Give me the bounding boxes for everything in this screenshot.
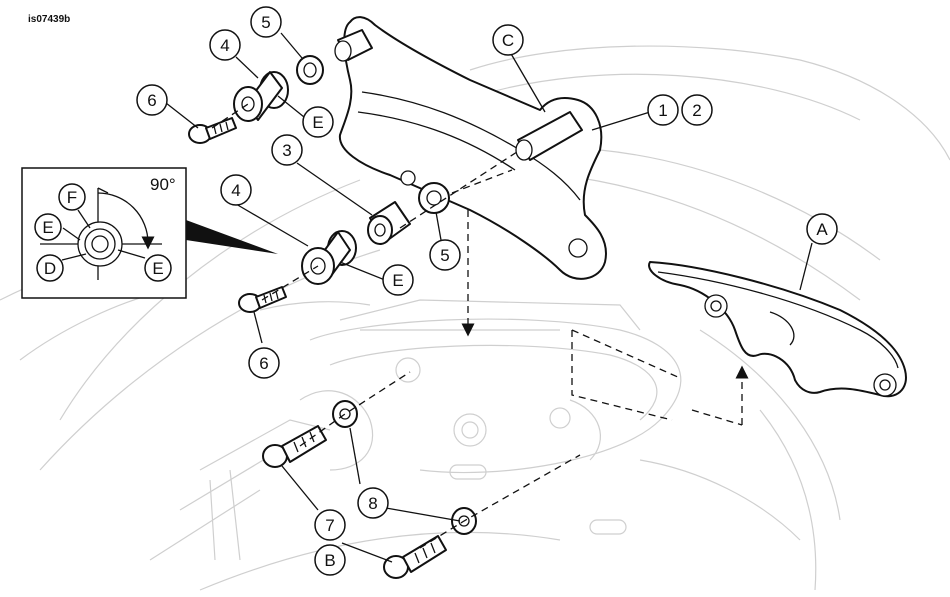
lower-isolator-4 [301, 230, 357, 285]
inset-callout-d: D [36, 254, 64, 282]
callout-e-upper-text: E [312, 113, 323, 132]
upper-isolator-4 [233, 71, 289, 122]
bracket-stud-upper [334, 29, 373, 62]
callout-6-lower-text: 6 [259, 354, 268, 373]
callout-1-circle [647, 94, 679, 126]
inset-callout-e-right: E [144, 254, 172, 282]
callout-5-lower-circle [429, 239, 461, 271]
callout-5-lower: 5 [429, 239, 461, 271]
callout-e-upper-circle [302, 106, 334, 138]
callout-1: 1 [647, 94, 679, 126]
callout-e-lower-text: E [392, 271, 403, 290]
callout-2-text: 2 [692, 101, 701, 120]
callout-a-text: A [816, 220, 828, 239]
callout-2-circle [681, 94, 713, 126]
figure-id: is07439b [28, 14, 71, 25]
callout-7-circle [314, 509, 346, 541]
callout-c-text: C [502, 31, 514, 50]
callout-7: 7 [314, 509, 346, 541]
inset-callout-f-circle [58, 183, 86, 211]
upper-screw-6 [188, 117, 237, 144]
inset-callout-e-left-text: E [42, 218, 53, 237]
callout-6-lower: 6 [248, 347, 280, 379]
callout-b: B [314, 544, 346, 576]
callout-e-upper: E [302, 106, 334, 138]
callout-5-lower-text: 5 [440, 246, 449, 265]
callout-8: 8 [357, 487, 389, 519]
callout-e-lower: E [382, 264, 414, 296]
callout-4-upper-circle [209, 29, 241, 61]
callout-4-lower-circle [220, 174, 252, 206]
bolt-7-upper [262, 425, 327, 468]
callout-2: 2 [681, 94, 713, 126]
callout-c: C [492, 24, 524, 56]
callout-b-circle [314, 544, 346, 576]
inset-callout-e-right-circle [144, 254, 172, 282]
inset-callout-d-text: D [44, 259, 56, 278]
callout-5-upper-circle [250, 6, 282, 38]
callout-e-lower-circle [382, 264, 414, 296]
inset-callout-f: F [58, 183, 86, 211]
callout-6-upper-circle [136, 84, 168, 116]
callout-7-text: 7 [325, 516, 334, 535]
inset-callout-e-left: E [34, 213, 62, 241]
inset-callout-e-left-circle [34, 213, 62, 241]
spacer-3 [367, 201, 411, 245]
callout-b-text: B [324, 551, 335, 570]
callout-a: A [806, 213, 838, 245]
callout-3-circle [271, 134, 303, 166]
leader-lines [165, 32, 813, 563]
inset-callout-e-right-text: E [152, 259, 163, 278]
callout-5-upper-text: 5 [261, 13, 270, 32]
rear-bracket-a [648, 261, 907, 398]
mounting-bracket [338, 16, 607, 280]
callout-6-upper-text: 6 [147, 91, 156, 110]
callout-4-lower: 4 [220, 174, 252, 206]
callout-3: 3 [271, 134, 303, 166]
callout-a-circle [806, 213, 838, 245]
callout-5-upper: 5 [250, 6, 282, 38]
inset-callout-d-circle [36, 254, 64, 282]
callout-4-upper-text: 4 [220, 36, 229, 55]
callout-6-upper: 6 [136, 84, 168, 116]
inset-angle-label: 90° [150, 175, 176, 194]
inset-callout-f-text: F [67, 188, 77, 207]
callout-4-lower-text: 4 [231, 181, 240, 200]
bolt-7-lower [383, 535, 447, 579]
callout-8-text: 8 [368, 494, 377, 513]
assembly-paths [211, 103, 749, 549]
callout-3-text: 3 [282, 141, 291, 160]
callout-c-circle [492, 24, 524, 56]
callout-6-lower-circle [248, 347, 280, 379]
upper-washer-5 [296, 55, 324, 85]
bracket-stud-c [515, 111, 583, 161]
callout-1-text: 1 [658, 101, 667, 120]
washer-8-upper [332, 400, 358, 428]
lower-washer-5 [418, 182, 450, 214]
lower-screw-6 [238, 286, 287, 313]
callout-8-circle [357, 487, 389, 519]
callout-4-upper: 4 [209, 29, 241, 61]
